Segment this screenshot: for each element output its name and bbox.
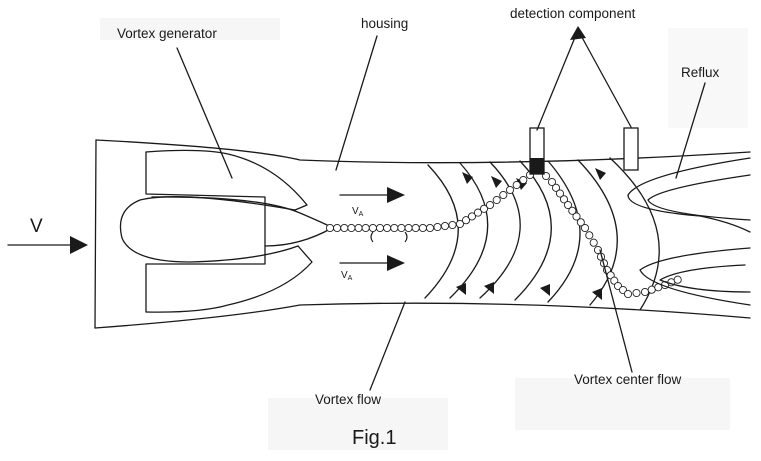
detection-sensor-2: [623, 127, 639, 171]
center-flow-bead: [593, 245, 603, 255]
center-flow-bead: [499, 190, 508, 200]
center-flow-bead: [640, 287, 650, 297]
leader-lines: [176, 29, 706, 391]
center-flow-bead: [647, 285, 656, 294]
center-flow-bead: [404, 223, 413, 233]
center-flow-bead: [555, 189, 565, 198]
center-flow-bead: [418, 223, 427, 233]
center-flow-bead: [572, 212, 581, 221]
center-flow-bead: [433, 222, 442, 232]
center-flow-bead: [461, 216, 471, 225]
center-flow-bead: [505, 185, 515, 195]
center-flow-bead: [448, 220, 457, 230]
label-detection-component: detection component: [510, 6, 636, 21]
center-flow-bead: [425, 223, 435, 233]
label-vortex-center-flow: Vortex center flow: [574, 372, 682, 387]
center-flow-bead: [467, 212, 477, 221]
center-flow-bead: [325, 223, 335, 233]
center-flow-bead: [347, 223, 356, 233]
center-flow-brackets: [370, 231, 408, 243]
background-patches: [100, 18, 748, 450]
center-flow-bead: [580, 223, 590, 233]
label-reflux: Reflux: [681, 65, 720, 80]
arc-direction-arrows: [456, 168, 606, 300]
center-flow-bead: [390, 223, 399, 233]
center-flow-bead: [589, 238, 598, 247]
detection-leader-arrowheads: [570, 26, 586, 40]
center-flow-bead: [512, 180, 521, 190]
center-flow-bead: [383, 223, 392, 233]
center-flow-bead: [519, 175, 528, 185]
center-flow-bead: [340, 223, 349, 233]
center-flow-bead: [397, 223, 406, 233]
label-v: V: [30, 216, 43, 237]
center-flow-bead: [361, 223, 370, 233]
label-housing: housing: [361, 16, 408, 31]
label-vortex-generator: Vortex generator: [117, 26, 217, 41]
label-va-bottom: VA: [341, 270, 353, 282]
center-flow-bead: [563, 200, 573, 210]
center-flow-bead: [623, 289, 633, 299]
detection-sensor-1: [529, 127, 545, 175]
figure-caption: Fig.1: [352, 427, 396, 449]
center-flow-bead: [354, 223, 363, 233]
center-flow-bead: [673, 275, 682, 284]
center-flow-bead: [559, 195, 569, 204]
center-flow-bead: [585, 231, 594, 240]
center-flow-bead: [440, 221, 450, 231]
center-flow-bead: [375, 223, 385, 233]
center-flow-bead: [551, 183, 561, 192]
center-flow-bead: [479, 204, 489, 213]
vortex-generator-body: [119, 149, 333, 313]
center-flow-bead: [411, 223, 420, 233]
label-vortex-flow: Vortex flow: [315, 392, 381, 407]
center-flow-bead: [568, 206, 577, 215]
vortex-center-flow-beads: [325, 165, 682, 299]
center-flow-bead: [492, 195, 501, 205]
center-flow-bead: [473, 208, 483, 217]
center-flow-bead: [632, 288, 641, 298]
center-flow-bead: [455, 219, 465, 229]
center-flow-bead: [485, 200, 495, 210]
center-flow-bead: [547, 177, 557, 187]
va-arrow-top: [339, 187, 405, 203]
center-flow-bead: [333, 223, 342, 233]
reflux-lines: [627, 157, 751, 306]
housing-body: [94, 139, 751, 329]
center-flow-bead: [576, 218, 585, 227]
va-arrow-bottom: [339, 255, 405, 271]
inlet-velocity-arrow: [7, 236, 88, 254]
center-flow-bead: [368, 223, 377, 233]
label-va-top: VA: [352, 206, 364, 218]
